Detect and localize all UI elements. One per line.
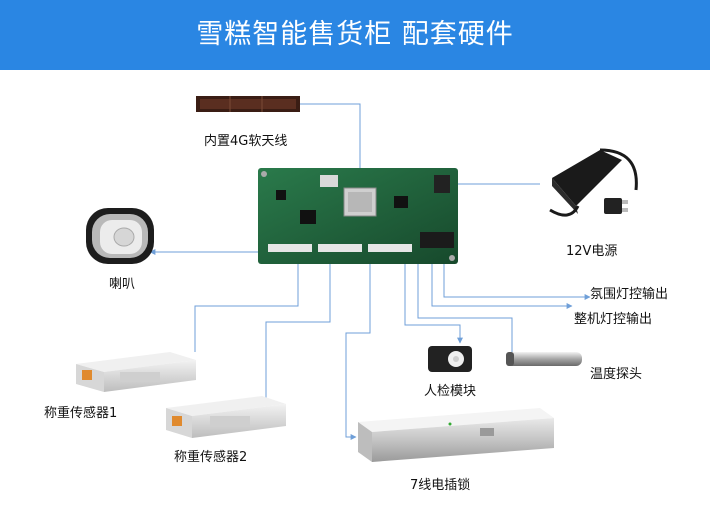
wire-lock: [345, 250, 371, 440]
power-adapter-image: [549, 148, 638, 217]
label-lock: 7线电插锁: [410, 478, 471, 493]
page-title: 雪糕智能售货柜 配套硬件: [196, 19, 514, 50]
label-scale2: 称重传感器2: [174, 450, 248, 465]
main-board-image: [258, 168, 458, 264]
temperature-probe-image: [506, 352, 582, 366]
label-power: 12V电源: [566, 244, 618, 259]
label-machine-light: 整机灯控输出: [574, 312, 653, 327]
wire-antenna: [300, 103, 361, 170]
wire-temp-probe: [417, 250, 513, 355]
motion-sensor-image: [428, 346, 472, 372]
label-antenna: 内置4G软天线: [204, 134, 288, 149]
label-ambient-light: 氛围灯控输出: [590, 287, 669, 302]
load-cell-1-image: [76, 352, 196, 392]
antenna-image: [196, 96, 300, 112]
wire-lines: [149, 103, 591, 440]
label-temp-probe: 温度探头: [590, 367, 643, 382]
label-speaker: 喇叭: [109, 277, 136, 292]
wire-machine-light: [431, 250, 573, 309]
label-scale1: 称重传感器1: [44, 406, 118, 421]
wire-scale1: [194, 250, 299, 352]
wire-scale2: [265, 250, 331, 405]
label-motion-sensor: 人检模块: [424, 384, 477, 399]
electric-lock-image: [358, 408, 554, 462]
load-cell-2-image: [166, 396, 286, 438]
wire-ambient-light: [443, 250, 591, 300]
header-banner: 雪糕智能售货柜 配套硬件: [0, 0, 710, 70]
speaker-image: [86, 208, 154, 264]
wire-motion-sensor: [404, 250, 463, 344]
